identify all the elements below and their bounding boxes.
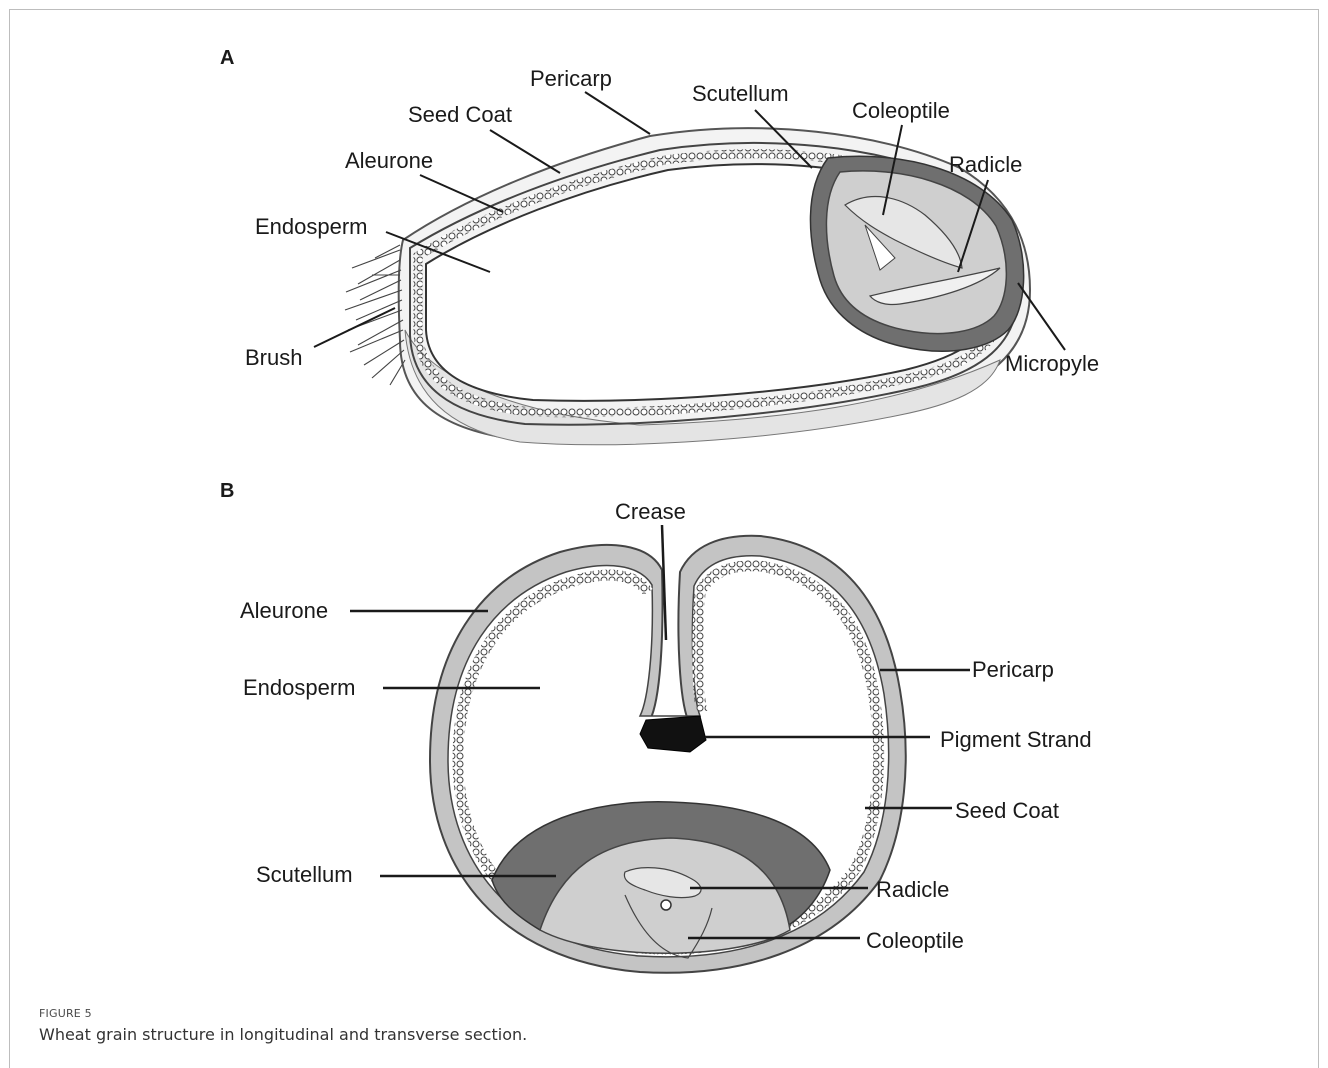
a-label-coleoptile: Coleoptile (852, 98, 950, 123)
b-label-pericarp: Pericarp (972, 657, 1054, 682)
figure-caption: Wheat grain structure in longitudinal an… (39, 1025, 527, 1044)
panel-b: B Crease Aleurone (220, 480, 1092, 973)
b-label-seed-coat: Seed Coat (955, 798, 1059, 823)
b-embryo-dot (661, 900, 671, 910)
a-label-radicle: Radicle (949, 152, 1022, 177)
a-leader-brush (314, 308, 395, 347)
b-pigment-strand (640, 716, 706, 752)
b-label-pigment-strand: Pigment Strand (940, 727, 1092, 752)
panel-a: A (220, 47, 1099, 445)
a-label-aleurone: Aleurone (345, 148, 433, 173)
wheat-grain-figure: A (0, 0, 1328, 1000)
a-label-seed-coat: Seed Coat (408, 102, 512, 127)
panel-b-letter: B (220, 480, 234, 502)
a-label-pericarp: Pericarp (530, 66, 612, 91)
a-label-scutellum: Scutellum (692, 81, 789, 106)
a-label-brush: Brush (245, 345, 302, 370)
b-label-crease: Crease (615, 499, 686, 524)
b-label-endosperm: Endosperm (243, 675, 356, 700)
a-label-endosperm: Endosperm (255, 214, 368, 239)
a-label-micropyle: Micropyle (1005, 351, 1099, 376)
b-label-radicle: Radicle (876, 877, 949, 902)
a-leader-pericarp (585, 92, 650, 134)
b-label-scutellum: Scutellum (256, 862, 353, 887)
panel-a-letter: A (220, 47, 234, 69)
a-leader-seed-coat (490, 130, 560, 173)
figure-number: FIGURE 5 (39, 1007, 92, 1020)
a-brush-hairs (345, 245, 405, 385)
b-label-coleoptile: Coleoptile (866, 928, 964, 953)
b-label-aleurone: Aleurone (240, 598, 328, 623)
